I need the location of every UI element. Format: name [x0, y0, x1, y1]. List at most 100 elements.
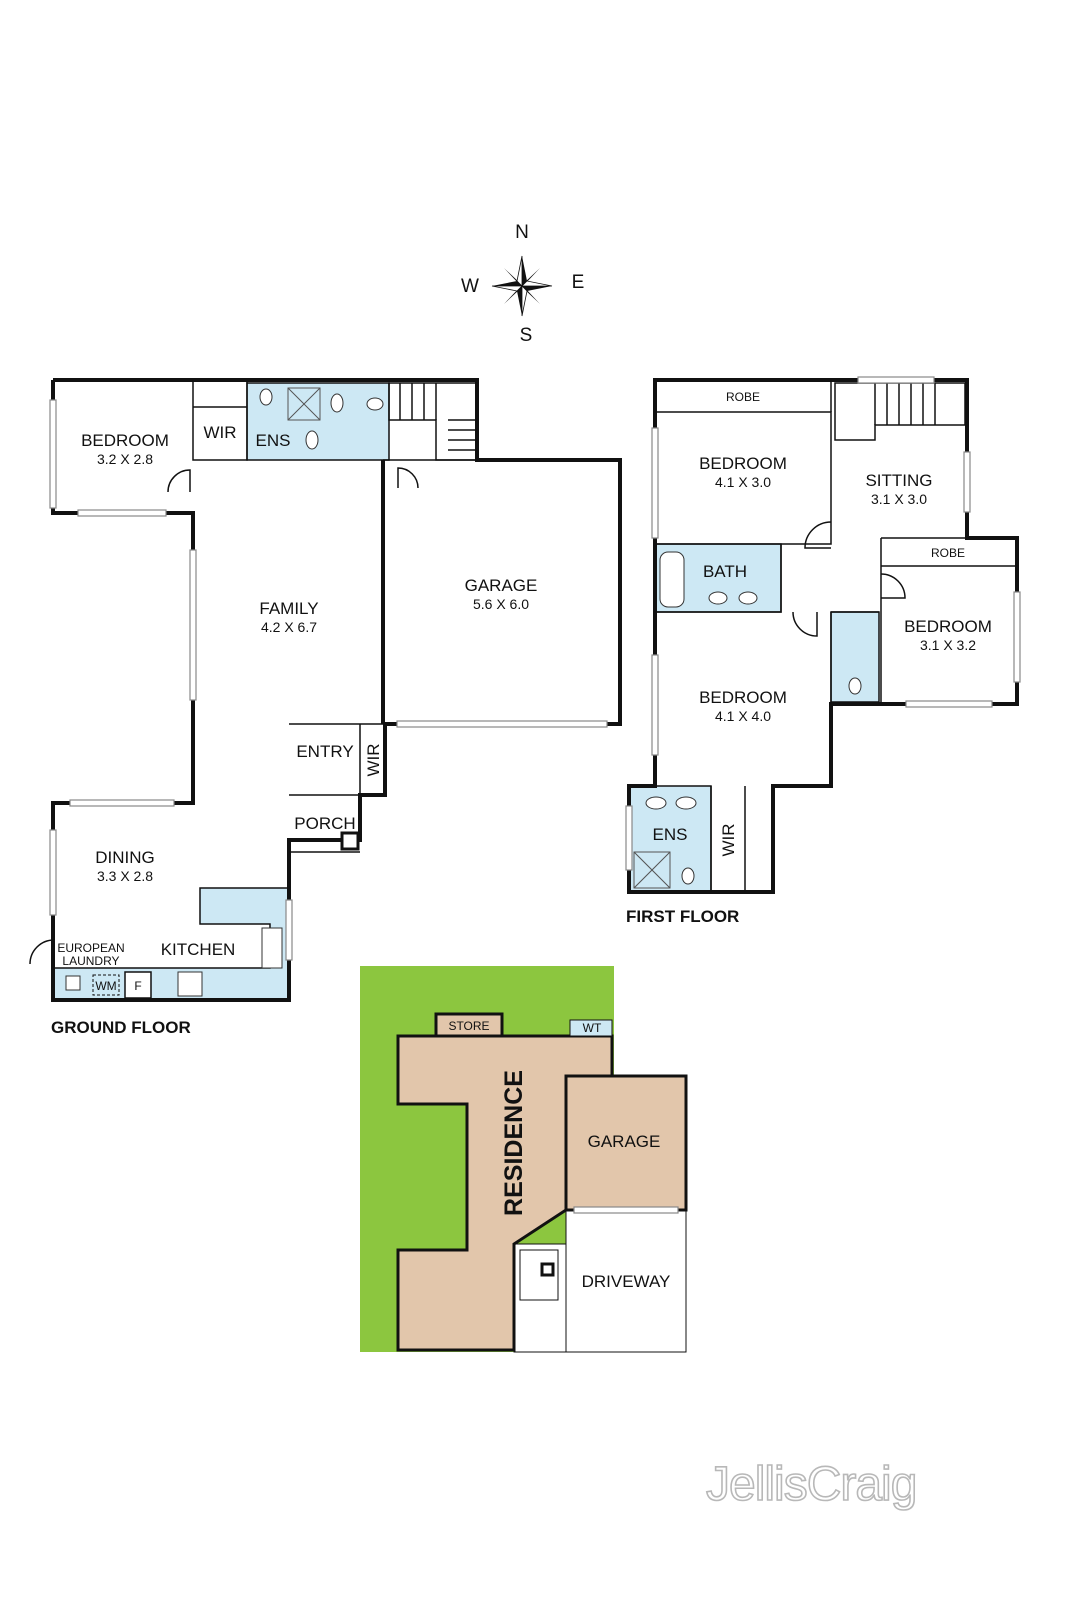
ground-garage-size: 5.6 X 6.0 [473, 596, 529, 612]
first-bedroom1-label: BEDROOM [699, 454, 787, 473]
washing-machine-space [92, 974, 120, 996]
water-tank-box [569, 1019, 613, 1037]
bathtub-icon [659, 551, 685, 608]
laundry-label-line1: EUROPEAN [57, 941, 124, 955]
wall-wir [192, 380, 248, 461]
fridge-label: F [134, 979, 141, 993]
entry-wir-label: WIR [364, 743, 383, 776]
wall-toilet [830, 611, 879, 704]
door-swing [397, 467, 419, 489]
first-wir-label: WIR [719, 823, 738, 856]
family-size: 4.2 X 6.7 [261, 619, 317, 635]
porch-label: PORCH [294, 814, 355, 833]
first-bedroom3-size: 4.1 X 4.0 [715, 708, 771, 724]
porch-post [340, 831, 360, 851]
first-robe-right-label: ROBE [931, 546, 965, 560]
toilet-icon [366, 397, 384, 411]
first-bedroom3-label: BEDROOM [699, 688, 787, 707]
dining-label: DINING [95, 848, 155, 867]
site-garage-label: GARAGE [588, 1132, 661, 1151]
bath-label: BATH [703, 562, 747, 581]
basin-icon [645, 796, 667, 810]
ground-garage-label: GARAGE [465, 576, 538, 595]
first-floor-title: FIRST FLOOR [626, 907, 739, 926]
first-floor-plan: ROBE BEDROOM 4.1 X 3.0 SITTING 3.1 X 3.0… [625, 376, 1021, 926]
site-porch-post [540, 1262, 555, 1277]
ground-bedroom-size: 3.2 X 2.8 [97, 451, 153, 467]
entry-label: ENTRY [296, 742, 353, 761]
toilet-icon [259, 388, 273, 406]
laundry-label-line2: LAUNDRY [62, 954, 119, 968]
ground-exterior-wall [51, 378, 622, 1002]
ground-bedroom-label: BEDROOM [81, 431, 169, 450]
wall-porch [289, 794, 360, 853]
first-bedroom1-size: 4.1 X 3.0 [715, 474, 771, 490]
window [963, 451, 971, 513]
window [1013, 591, 1021, 683]
driveway-label: DRIVEWAY [582, 1272, 671, 1291]
toilet-icon [848, 677, 862, 695]
basin-icon [330, 393, 344, 413]
ground-floor-plan: BEDROOM 3.2 X 2.8 WIR ENS FAMILY 4.2 X 6… [29, 378, 622, 1037]
basin-icon [708, 591, 728, 605]
first-robe-top-label: ROBE [726, 390, 760, 404]
dining-size: 3.3 X 2.8 [97, 868, 153, 884]
door-swing [792, 611, 818, 637]
first-bedroom2-size: 3.1 X 3.2 [920, 637, 976, 653]
store-box [434, 1012, 504, 1038]
basin-icon [675, 796, 697, 810]
brand-logo: JellisCraig [706, 1458, 916, 1511]
wt-label: WT [583, 1021, 602, 1035]
fridge-space [124, 971, 152, 999]
basin-icon [738, 591, 758, 605]
window [857, 376, 935, 384]
compass-star-icon [491, 255, 553, 317]
window [285, 899, 293, 961]
compass-east: E [572, 272, 585, 293]
compass-rose: N S E W [461, 222, 584, 346]
door-swing [804, 521, 832, 549]
window [905, 700, 993, 708]
ground-floor-title: GROUND FLOOR [51, 1018, 191, 1037]
sitting-label: SITTING [865, 471, 932, 490]
family-label: FAMILY [259, 599, 318, 618]
sitting-size: 3.1 X 3.0 [871, 491, 927, 507]
window [49, 829, 57, 916]
residence-label: RESIDENCE [500, 1070, 528, 1216]
compass-north: N [515, 222, 529, 243]
laundry-tub-icon [65, 975, 81, 991]
wall-bedroom2 [880, 537, 1017, 704]
ground-stairs [388, 382, 478, 461]
wall-bath [655, 544, 782, 613]
window [651, 654, 659, 756]
window [651, 427, 659, 539]
window [49, 399, 57, 509]
wall-ens-wir [710, 786, 746, 892]
ground-wir-label: WIR [203, 423, 236, 442]
window [625, 805, 633, 871]
kitchen-label: KITCHEN [161, 940, 236, 959]
compass-south: S [520, 325, 533, 346]
ground-ens-label: ENS [256, 431, 291, 450]
shower-icon [287, 387, 321, 421]
basin-icon [305, 430, 319, 450]
site-garage-door [573, 1206, 679, 1214]
site-garage [564, 1074, 688, 1212]
wm-label: WM [95, 979, 116, 993]
sink-icon [261, 927, 283, 969]
driveway-box [565, 1209, 687, 1353]
first-bedroom2-label: BEDROOM [904, 617, 992, 636]
garage-door [396, 720, 608, 728]
toilet-icon [681, 867, 695, 885]
window [77, 509, 167, 517]
compass-west: W [461, 276, 479, 297]
door-swing [880, 573, 906, 599]
door-swing [29, 939, 55, 965]
wall-bedroom1 [655, 411, 832, 545]
door-swing [167, 469, 191, 493]
site-plan: STORE WT RESIDENCE GARAGE DRIVEWAY [360, 966, 688, 1353]
window [69, 799, 175, 807]
first-stairs [834, 382, 966, 441]
shower-icon [633, 851, 671, 889]
